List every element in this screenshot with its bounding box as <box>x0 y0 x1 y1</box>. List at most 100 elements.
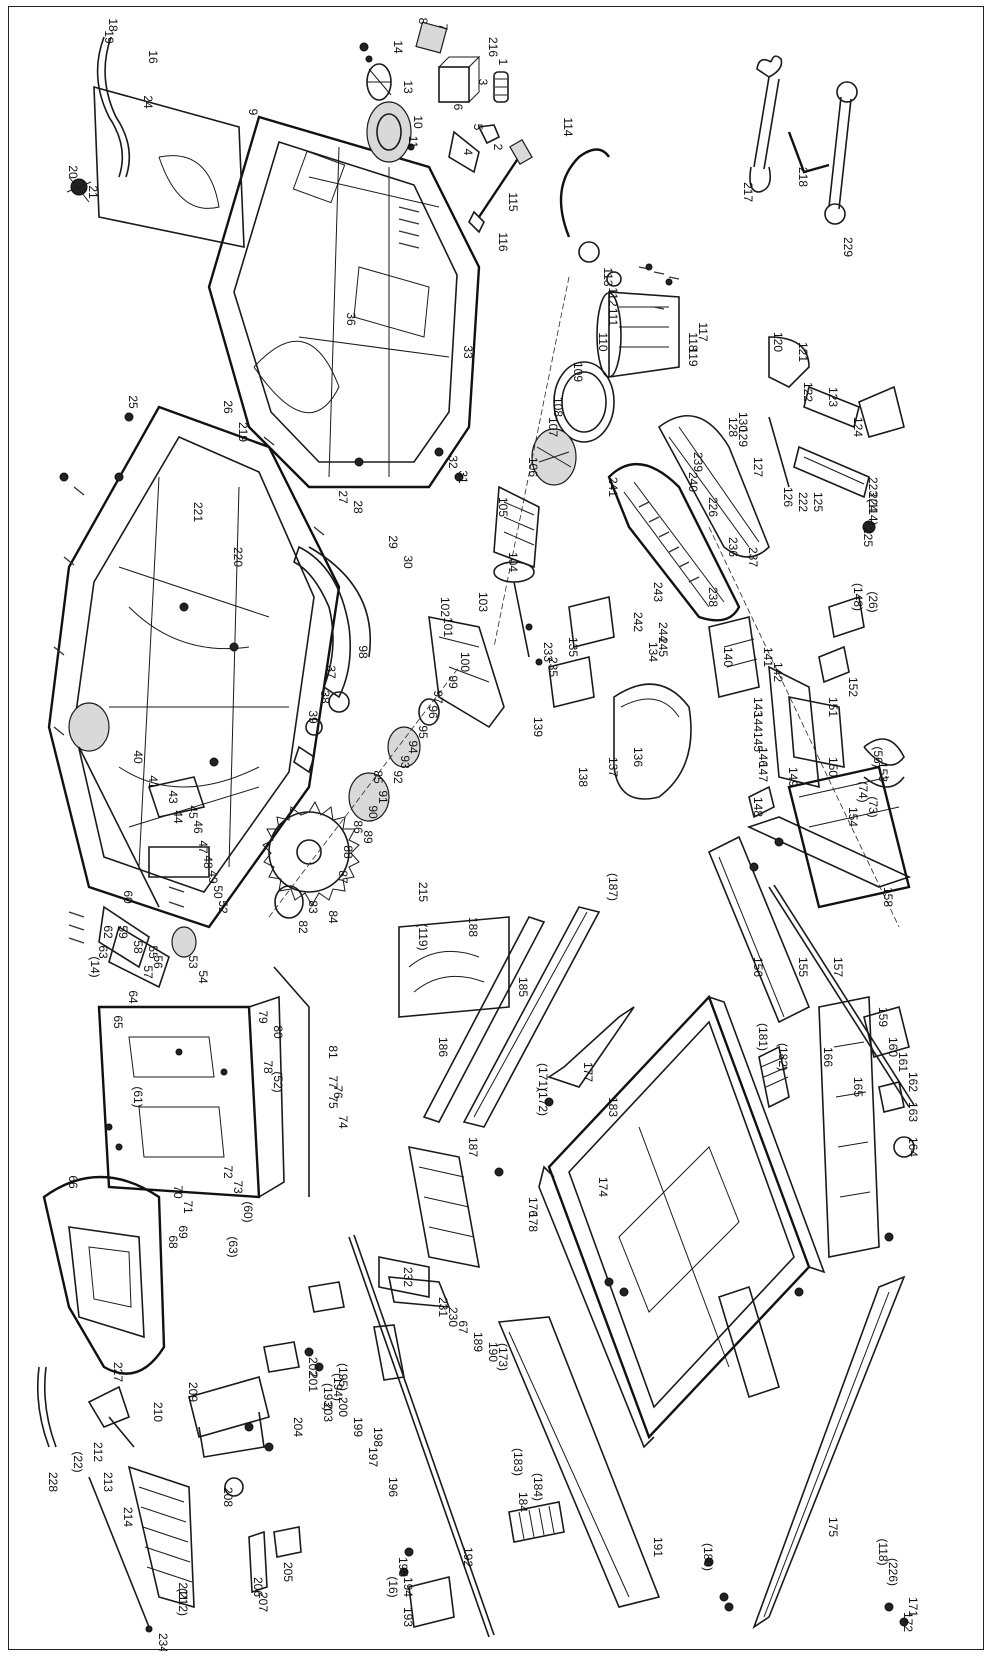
callout-label: 45 <box>186 805 200 819</box>
callout-label: (183) <box>511 1448 525 1476</box>
callout-label: 220 <box>231 547 245 567</box>
callout-label: 71 <box>181 1200 195 1214</box>
callout-label: 38 <box>318 690 332 704</box>
callout-label: 149 <box>786 767 800 787</box>
curved-arm-parts <box>293 545 371 774</box>
callout-label: (172) <box>536 1088 550 1116</box>
rod-assembly <box>308 1234 495 1638</box>
callout-label: 218 <box>796 167 810 187</box>
callout-label: 44 <box>171 810 185 824</box>
callout-label: 174 <box>596 1177 610 1197</box>
callout-label: 70 <box>171 1185 185 1199</box>
adjustment-mechanism <box>68 702 210 989</box>
callout-label: 140 <box>721 647 735 667</box>
callout-label: (193) <box>321 1383 335 1411</box>
callout-label: 59 <box>116 925 130 939</box>
callout-label: 128 <box>726 417 740 437</box>
callout-label: 102 <box>438 597 452 617</box>
callout-label: 225 <box>861 527 875 547</box>
callout-label: 139 <box>531 717 545 737</box>
callout-label: 198 <box>371 1427 385 1447</box>
callout-label: 55 <box>146 945 160 959</box>
callout-label: 49 <box>206 870 220 884</box>
callout-label: 137 <box>606 757 620 777</box>
callout-label: 48 <box>201 855 215 869</box>
callout-label: 54 <box>196 970 210 984</box>
callout-label: 152 <box>846 677 860 697</box>
shield-plate <box>66 36 245 248</box>
callout-label: 85 <box>371 770 385 784</box>
callout-label: 221 <box>191 502 205 522</box>
callout-label: 184 <box>516 1492 530 1512</box>
callout-label: 89 <box>361 830 375 844</box>
callout-label: (212) <box>176 1588 190 1616</box>
callout-label: 66 <box>66 1175 80 1189</box>
callout-label: 113 <box>601 267 615 286</box>
callout-label: 86 <box>351 820 365 834</box>
callout-label: 175 <box>826 1517 840 1537</box>
callout-label: 103 <box>476 592 490 612</box>
callout-label: 27 <box>336 490 350 504</box>
callout-label: 13 <box>401 80 415 94</box>
callout-label: 187 <box>466 1137 480 1157</box>
small-parts-top <box>359 21 509 174</box>
callout-label: 108 <box>551 397 565 417</box>
fence-lock-mechanism <box>548 526 905 928</box>
callout-label: 125 <box>811 492 825 512</box>
callout-label: 116 <box>496 232 510 251</box>
callout-label: (148) <box>851 583 865 611</box>
callout-label: 24 <box>141 95 155 109</box>
callout-label: 19 <box>102 30 116 44</box>
callout-label: 109 <box>571 362 585 382</box>
callout-label: 130 <box>736 412 750 432</box>
callout-label: 192 <box>461 1547 475 1567</box>
callout-label: 63 <box>96 945 110 959</box>
callout-label: 199 <box>351 1417 365 1437</box>
callout-label: (182) <box>776 1043 790 1071</box>
callout-label: (63) <box>226 1236 240 1257</box>
blade-arbor-assembly <box>262 615 505 919</box>
callout-label: 243 <box>651 582 665 602</box>
callout-label: 96 <box>426 705 440 719</box>
callout-label: 58 <box>131 940 145 954</box>
callout-label: 84 <box>326 910 340 924</box>
callout-label: (52) <box>271 1071 285 1092</box>
callout-label: 146 <box>756 747 770 767</box>
callout-label: 9 <box>246 109 260 116</box>
callout-label: 26 <box>221 400 235 414</box>
callout-label: 219 <box>236 422 250 442</box>
callout-label: 171 <box>906 1597 920 1617</box>
callout-label: 148 <box>751 797 765 817</box>
callout-label: 121 <box>796 342 810 362</box>
callout-label: 95 <box>416 725 430 739</box>
callout-label: 134 <box>646 642 660 662</box>
extension-rails <box>378 906 661 1608</box>
callout-label: 183 <box>606 1097 620 1117</box>
callout-label: 119 <box>686 347 700 366</box>
callout-label: 20 <box>66 165 80 179</box>
callout-label: 64 <box>126 990 140 1004</box>
table-top <box>538 994 826 1449</box>
callout-label: 31 <box>456 470 470 484</box>
callout-label: (181) <box>756 1023 770 1051</box>
callout-label: 98 <box>356 645 370 659</box>
callout-label: (118) <box>876 1538 890 1565</box>
callout-label: 155 <box>796 957 810 977</box>
callout-label: 151 <box>826 697 840 717</box>
callout-label: 162 <box>906 1072 920 1092</box>
callout-label: 154 <box>846 807 860 827</box>
callout-label: 18 <box>106 18 120 32</box>
exploded-view-drawing: 1234567891011131416181920212425262728293… <box>37 18 920 1651</box>
callout-label: 194 <box>401 1577 415 1597</box>
callout-label: 30 <box>401 555 415 569</box>
callout-label: (22) <box>71 1451 85 1472</box>
callout-label: 81 <box>326 1045 340 1059</box>
callout-label: (60) <box>241 1201 255 1222</box>
callout-label: 172 <box>901 1612 915 1632</box>
callout-label: 32 <box>446 455 460 469</box>
callout-label: 28 <box>351 500 365 514</box>
fasteners <box>59 263 909 1627</box>
callout-label: 135 <box>566 637 580 657</box>
callout-label: 52 <box>216 900 230 914</box>
